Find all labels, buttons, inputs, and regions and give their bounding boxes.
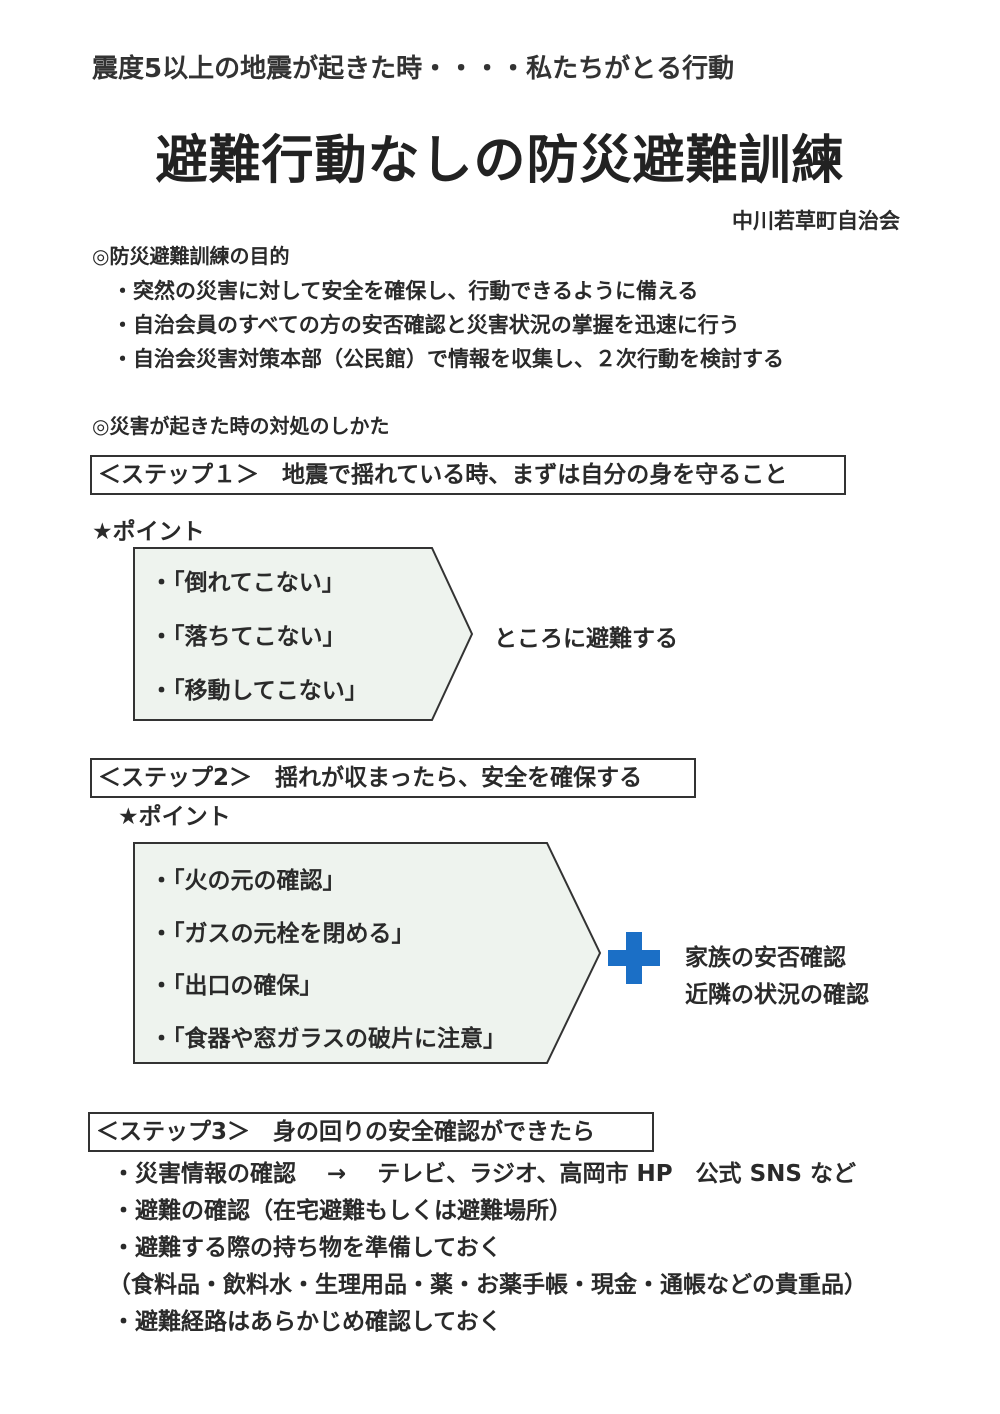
step2-result: 近隣の状況の確認 [685,982,869,1008]
plus-icon [608,932,660,984]
purpose-item: ・自治会員のすべての方の安否確認と災害状況の掌握を迅速に行う [112,313,740,337]
purpose-item: ・自治会災害対策本部（公民館）で情報を収集し、２次行動を検討する [112,347,784,371]
step1-item: ・「倒れてこない」 [150,570,345,596]
step1-point: ★ポイント [92,519,205,545]
response-heading: ◎災害が起きた時の対処のしかた [92,414,390,438]
step3-item: ・避難経路はあらかじめ確認しておく [112,1309,502,1335]
step2-label: ＜ステップ2＞ 揺れが収まったら、安全を確保する [90,758,696,798]
subtitle: 震度5以上の地震が起きた時・・・・私たちがとる行動 [92,54,735,84]
step3-item: ・避難の確認（在宅避難もしくは避難場所） [112,1198,572,1224]
step2-item: ・「火の元の確認」 [150,868,346,894]
step1-item: ・「落ちてこない」 [150,624,346,650]
organization: 中川若草町自治会 [732,209,900,233]
step1-item: ・「移動してこない」 [150,678,368,704]
step3-label: ＜ステップ3＞ 身の回りの安全確認ができたら [88,1112,654,1152]
purpose-heading: ◎防災避難訓練の目的 [92,244,290,268]
step2-item: ・「食器や窓ガラスの破片に注意」 [150,1026,507,1052]
step1-label: ＜ステップ１＞ 地震で揺れている時、まずは自分の身を守ること [90,455,846,495]
step3-item: ・避難する際の持ち物を準備しておく [112,1235,502,1261]
step2-point: ★ポイント [118,804,231,830]
step2-item: ・「出口の確保」 [150,973,323,999]
step3-item: ・災害情報の確認 → テレビ、ラジオ、高岡市 HP 公式 SNS など [112,1161,856,1187]
step2-arrow-box [133,842,602,1064]
step3-item: （食料品・飲料水・生理用品・薬・お薬手帳・現金・通帳などの貴重品） [108,1272,867,1298]
purpose-item: ・突然の災害に対して安全を確保し、行動できるように備える [112,279,699,303]
page-title: 避難行動なしの防災避難訓練 [155,131,845,191]
step1-result: ところに避難する [494,626,678,652]
step2-item: ・「ガスの元栓を閉める」 [150,921,415,947]
step1-arrow-box [133,547,474,721]
step2-result: 家族の安否確認 [685,945,846,971]
